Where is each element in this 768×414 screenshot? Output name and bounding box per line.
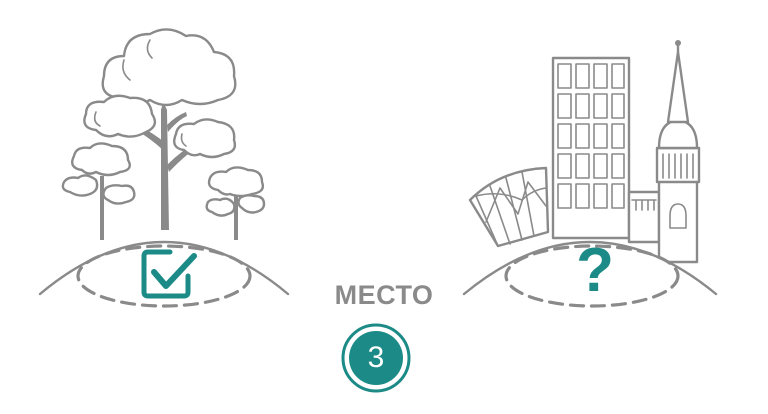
place-number-badge: 3 (341, 323, 411, 393)
left-hill (38, 240, 290, 296)
place-caption: МЕСТО (334, 280, 434, 310)
city-buildings-icon (468, 40, 701, 264)
question-mark-icon: ? (576, 236, 614, 305)
trees-icon (61, 28, 266, 240)
right-site-outline (504, 244, 680, 308)
place-number: 3 (367, 341, 385, 374)
left-site-outline (76, 244, 252, 308)
place-number-badge-shape (341, 323, 411, 393)
check-mark-icon (141, 249, 197, 299)
